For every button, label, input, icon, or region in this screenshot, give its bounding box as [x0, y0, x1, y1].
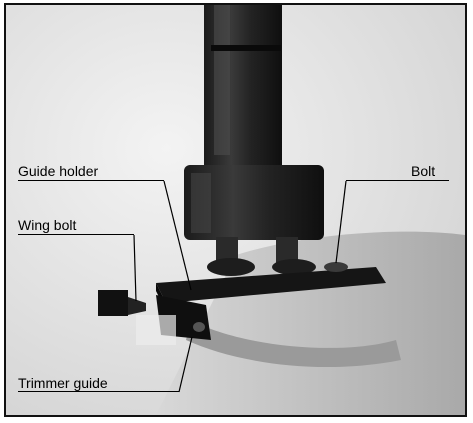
label-trimmer-guide: Trimmer guide [18, 375, 108, 391]
base-highlight [191, 173, 211, 233]
leader-trimmer-guide [178, 336, 193, 393]
wing-bolt-knob [98, 290, 128, 316]
underline-trimmer-guide [18, 391, 179, 392]
label-guide-holder: Guide holder [18, 163, 99, 179]
base-post-right [276, 237, 298, 265]
trimmer-photo [6, 5, 465, 415]
reflection [136, 315, 176, 345]
leader-wing-bolt [133, 234, 137, 302]
label-bolt: Bolt [411, 163, 436, 179]
housing-seam [211, 45, 281, 51]
base-housing [184, 165, 324, 240]
housing-highlight [214, 5, 230, 155]
guide-screw [193, 322, 205, 332]
underline-bolt [346, 180, 449, 181]
photo-frame: Guide holder Bolt Wing bolt Trimmer guid… [4, 3, 467, 417]
underline-guide-holder [18, 180, 164, 181]
leader-guide-holder [163, 180, 192, 291]
bolt-head [324, 262, 348, 272]
base-plate-left [207, 258, 255, 276]
disc-edge [186, 320, 401, 368]
base-plate-right [272, 259, 316, 275]
leader-bolt [335, 180, 347, 264]
wing-bolt-stem [128, 297, 146, 315]
label-wing-bolt: Wing bolt [18, 217, 77, 233]
base-post-left [216, 237, 238, 265]
guide-holder-bar [156, 267, 386, 303]
underline-wing-bolt [18, 234, 134, 235]
